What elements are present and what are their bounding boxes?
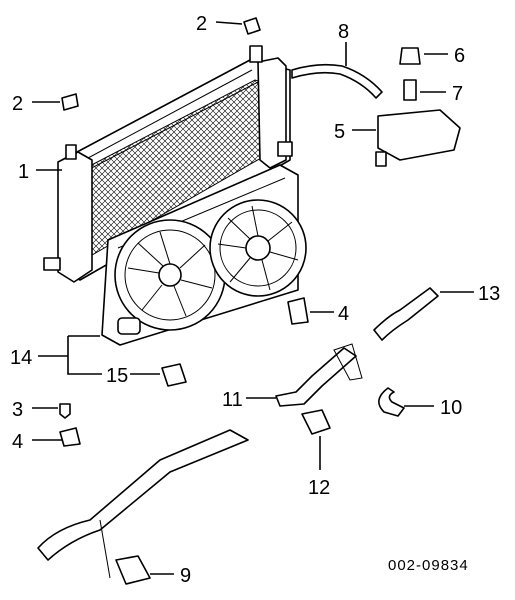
callout-4-left: 4	[12, 431, 23, 453]
callout-11: 11	[222, 389, 243, 411]
callout-2-left: 2	[12, 93, 23, 115]
callout-12: 12	[308, 477, 330, 499]
callout-1: 1	[18, 161, 29, 183]
cap-top	[243, 17, 261, 35]
hose-11	[275, 343, 363, 407]
callout-13: 13	[478, 283, 500, 305]
upper-hose-8	[291, 63, 383, 99]
callout-3: 3	[12, 399, 23, 421]
callout-8: 8	[338, 21, 349, 43]
fan-shroud-assembly	[101, 164, 307, 346]
bleed-plug	[59, 403, 71, 419]
bracket-mid	[287, 297, 309, 325]
callout-2-top: 2	[196, 13, 207, 35]
cap-left	[61, 93, 79, 111]
callout-5: 5	[334, 121, 345, 143]
sensor-7	[403, 79, 417, 101]
callout-7: 7	[452, 83, 463, 105]
radiator	[43, 45, 293, 283]
callout-14: 14	[10, 347, 32, 369]
clip-15	[161, 363, 187, 387]
coolant-reservoir	[375, 109, 461, 167]
callout-6: 6	[454, 45, 465, 67]
callout-labels: 2 2 1 8 6 7 5 4 13 14 15 3 4 11 10 12 9 …	[10, 13, 500, 587]
leader-lines	[32, 21, 474, 575]
callout-9: 9	[180, 565, 191, 587]
bypass-tube-9	[37, 429, 249, 585]
elbow-12	[301, 409, 331, 435]
hose-13	[373, 287, 439, 341]
clamp-10	[378, 387, 405, 417]
callout-15: 15	[106, 365, 128, 387]
callout-4-mid: 4	[338, 303, 349, 325]
callout-10: 10	[440, 397, 462, 419]
reference-code: 002-09834	[388, 557, 469, 574]
bracket-left	[59, 427, 81, 447]
reservoir-cap-6	[399, 47, 421, 65]
